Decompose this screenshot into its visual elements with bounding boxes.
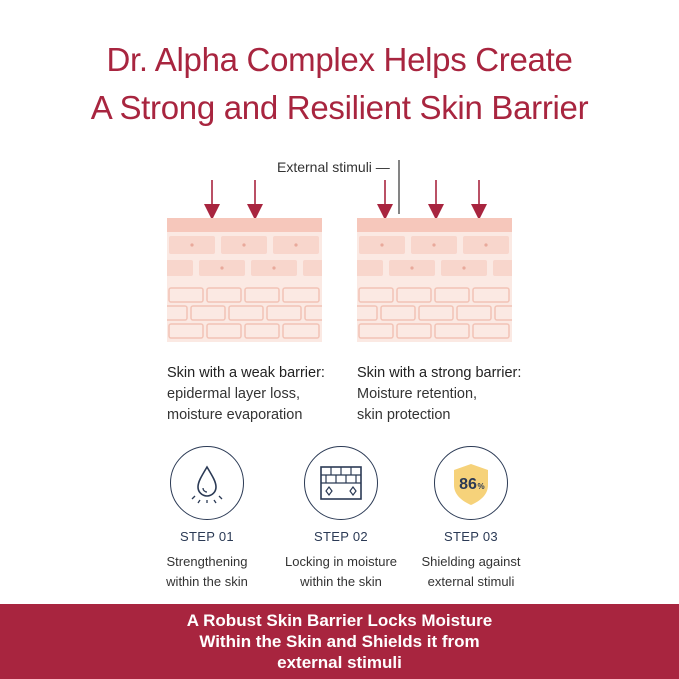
strong-barrier-title: Skin with a strong barrier:: [357, 365, 522, 381]
strong-barrier-caption: Skin with a strong barrier: Moisture ret…: [357, 363, 521, 426]
step-02: STEP 02 Locking in moisture within the s…: [266, 446, 416, 592]
step-03-line-1: Shielding against: [421, 554, 521, 569]
banner-line-2: Within the Skin and Shields it from: [199, 632, 480, 651]
strong-barrier-illustration: [357, 218, 512, 342]
step-03-label: STEP 03: [444, 529, 498, 544]
strong-barrier-line-1: Moisture retention,: [357, 386, 478, 402]
step-01-line-1: Strengthening: [166, 554, 248, 569]
bottom-banner: A Robust Skin Barrier Locks Moisture Wit…: [0, 604, 679, 679]
banner-line-1: A Robust Skin Barrier Locks Moisture: [186, 611, 493, 630]
weak-barrier-line-2: moisture evaporation: [167, 407, 303, 423]
shield-icon: 86 %: [434, 446, 508, 520]
step-02-line-2: within the skin: [300, 574, 382, 589]
step-02-line-1: Locking in moisture: [285, 554, 397, 569]
title-line-2: A Strong and Resilient Skin Barrier: [90, 89, 589, 126]
shield-badge-value: 86: [459, 476, 477, 493]
step-01-description: Strengthening within the skin: [132, 552, 282, 592]
banner-line-3: external stimuli: [277, 653, 402, 672]
external-stimuli-label: External stimuli —: [277, 159, 390, 175]
weak-barrier-illustration: [167, 218, 322, 342]
shield-badge-unit: %: [477, 482, 484, 491]
step-02-label: STEP 02: [314, 529, 368, 544]
step-01-label: STEP 01: [180, 529, 234, 544]
weak-barrier-caption: Skin with a weak barrier: epidermal laye…: [167, 363, 325, 426]
step-01: STEP 01 Strengthening within the skin: [132, 446, 282, 592]
step-03-description: Shielding against external stimuli: [396, 552, 546, 592]
weak-barrier-line-1: epidermal layer loss,: [167, 386, 300, 402]
water-drop-icon: [170, 446, 244, 520]
step-01-line-2: within the skin: [166, 574, 248, 589]
title-line-1: Dr. Alpha Complex Helps Create: [106, 41, 573, 78]
step-02-description: Locking in moisture within the skin: [266, 552, 416, 592]
page-title: Dr. Alpha Complex Helps Create A Strong …: [0, 36, 679, 132]
weak-barrier-title: Skin with a weak barrier:: [167, 365, 325, 381]
brick-wall-icon: [304, 446, 378, 520]
step-03-line-2: external stimuli: [427, 574, 515, 589]
strong-barrier-line-2: skin protection: [357, 407, 451, 423]
step-03: 86 % STEP 03 Shielding against external …: [396, 446, 546, 592]
